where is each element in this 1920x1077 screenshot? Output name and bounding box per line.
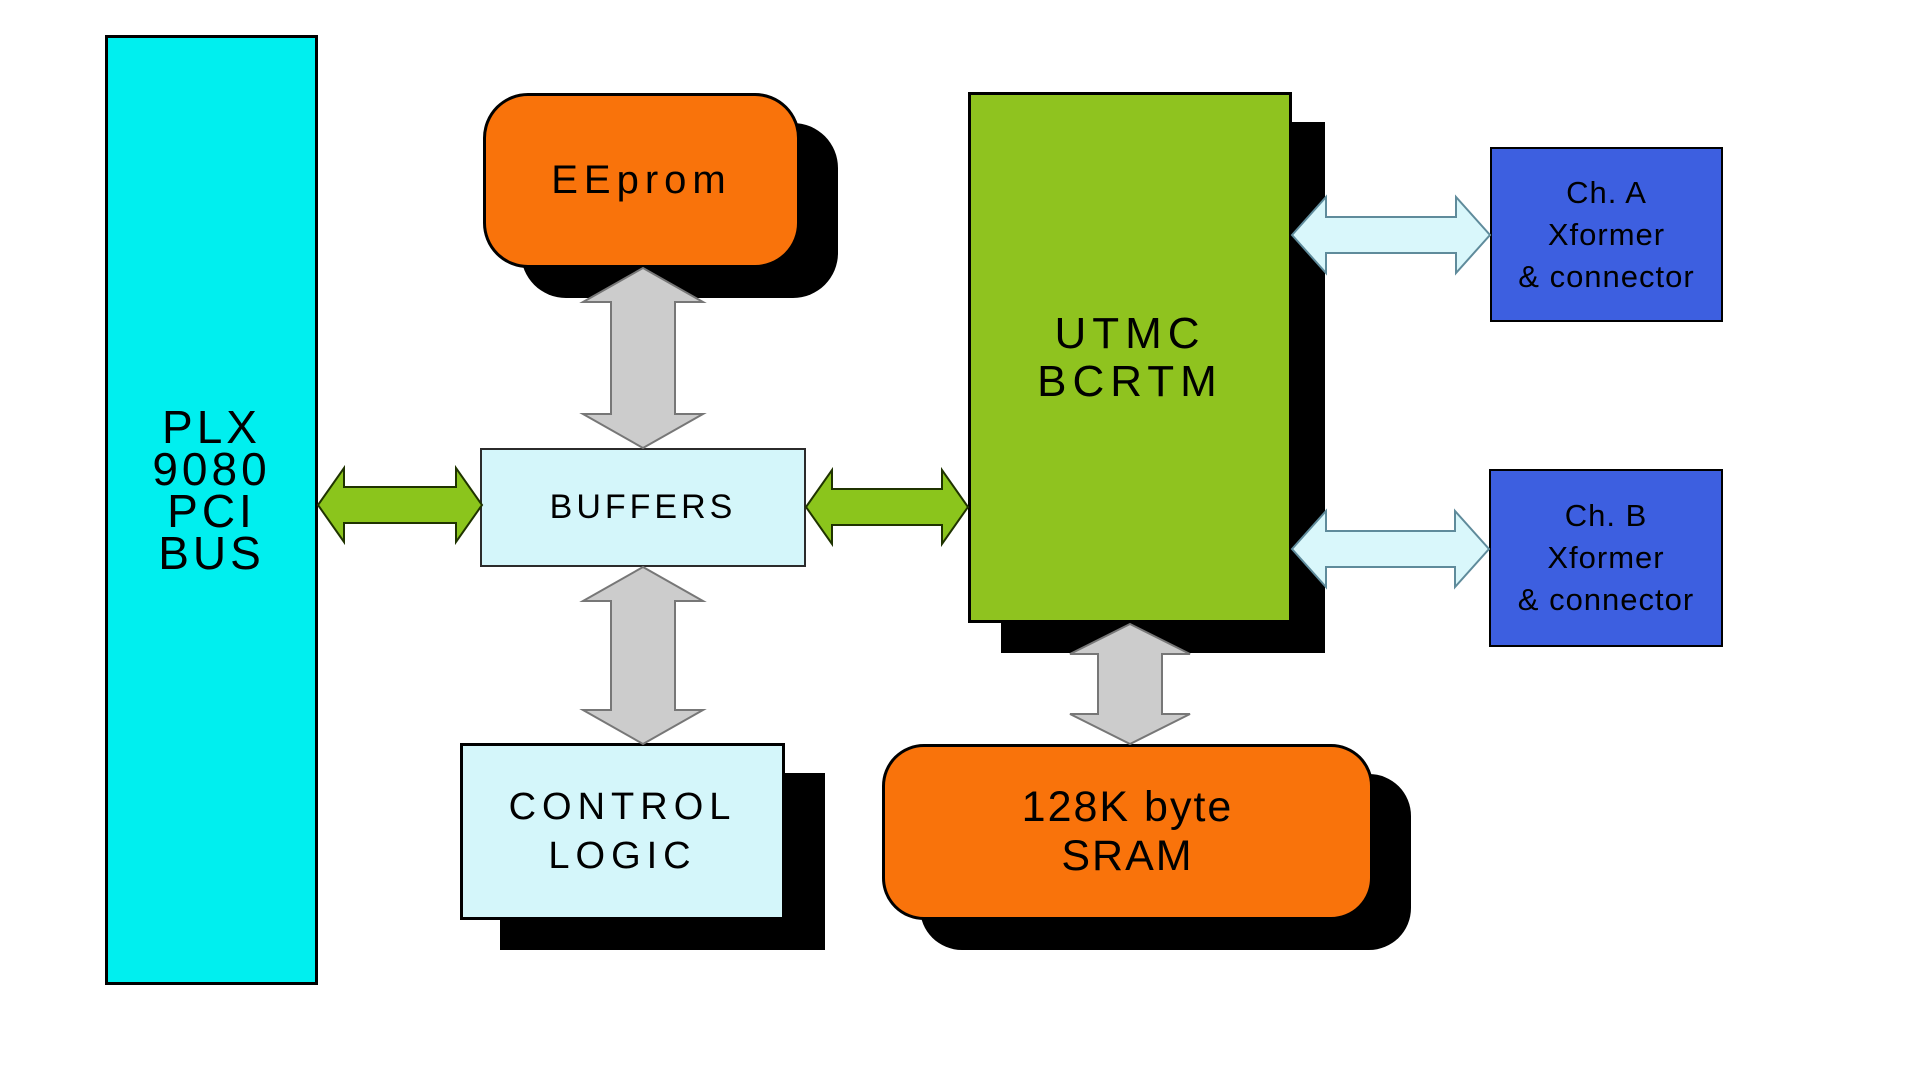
arrow-shape xyxy=(316,464,484,546)
arrow-shape xyxy=(579,266,707,450)
utmc-channel-b-double-arrow-icon xyxy=(1290,508,1491,590)
channel-a-label-line3: & connector xyxy=(1518,258,1695,294)
utmc-label-line2: BCRTM xyxy=(1037,356,1223,406)
buffers-label: BUFFERS xyxy=(549,488,737,526)
control-logic-block: CONTROL LOGIC xyxy=(460,743,785,920)
plx-label-line3: PCI xyxy=(167,485,256,537)
control-logic-label-line1: CONTROL xyxy=(508,785,737,828)
utmc-channel-a-double-arrow-icon xyxy=(1290,194,1492,276)
arrow-shape xyxy=(1290,508,1491,590)
buffers-control-double-arrow-icon xyxy=(579,565,707,746)
channel-b-label-line1: Ch. B xyxy=(1564,498,1648,533)
channel-b-xformer-block: Ch. B Xformer & connector xyxy=(1489,469,1723,647)
arrow-shape xyxy=(1290,194,1492,276)
eeprom-buffers-double-arrow-icon xyxy=(579,266,707,450)
channel-a-label-line1: Ch. A xyxy=(1566,174,1647,210)
utmc-bcrtm-block: UTMC BCRTM xyxy=(968,92,1292,623)
eeprom-label: EEprom xyxy=(551,158,732,202)
buffers-utmc-double-arrow-icon xyxy=(804,466,970,548)
sram-label-line1: 128K byte xyxy=(1021,783,1234,831)
sram-label-line2: SRAM xyxy=(1061,832,1194,880)
plx-label-line4: BUS xyxy=(158,527,265,579)
arrow-shape xyxy=(579,565,707,746)
plx-label-line1: PLX xyxy=(162,401,261,453)
sram-block: 128K byte SRAM xyxy=(882,744,1373,920)
utmc-sram-double-arrow-icon xyxy=(1069,622,1191,746)
arrow-shape xyxy=(1069,622,1191,746)
channel-a-label-line2: Xformer xyxy=(1547,216,1666,252)
utmc-label-line1: UTMC xyxy=(1054,308,1206,358)
control-logic-label-line2: LOGIC xyxy=(548,834,697,877)
channel-b-label-line3: & connector xyxy=(1517,582,1695,617)
arrow-shape xyxy=(804,466,970,548)
eeprom-block: EEprom xyxy=(483,93,800,268)
channel-b-label-line2: Xformer xyxy=(1547,540,1665,575)
buffers-block: BUFFERS xyxy=(480,448,806,567)
plx-pci-bus-block: PLX 9080 PCI BUS xyxy=(105,35,318,985)
channel-a-xformer-block: Ch. A Xformer & connector xyxy=(1490,147,1723,322)
plx-label-line2: 9080 xyxy=(152,443,271,495)
plx-buffers-double-arrow-icon xyxy=(316,464,484,546)
